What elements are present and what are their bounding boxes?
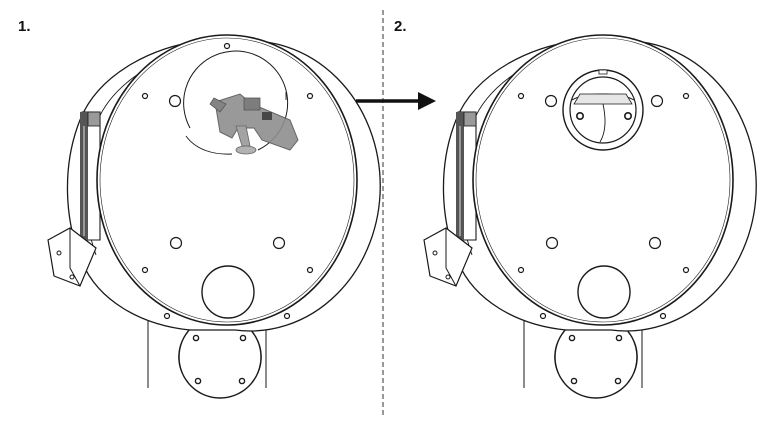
side-slot: [80, 111, 101, 241]
step-1-panel: [47, 34, 381, 399]
step-2-label: 2.: [394, 18, 407, 35]
mounting-bracket: [47, 227, 97, 287]
mounting-bracket: [423, 227, 473, 287]
step-1-label: 1.: [18, 18, 31, 35]
bottom-flange: [178, 315, 262, 399]
front-face: [472, 34, 734, 326]
front-face: [96, 34, 358, 326]
step-2-panel: [423, 34, 757, 399]
inspection-port: [562, 69, 644, 151]
bottom-flange: [554, 315, 638, 399]
drill-icon: [209, 93, 299, 155]
right-arrow-icon: [356, 92, 436, 110]
side-slot: [456, 111, 477, 241]
